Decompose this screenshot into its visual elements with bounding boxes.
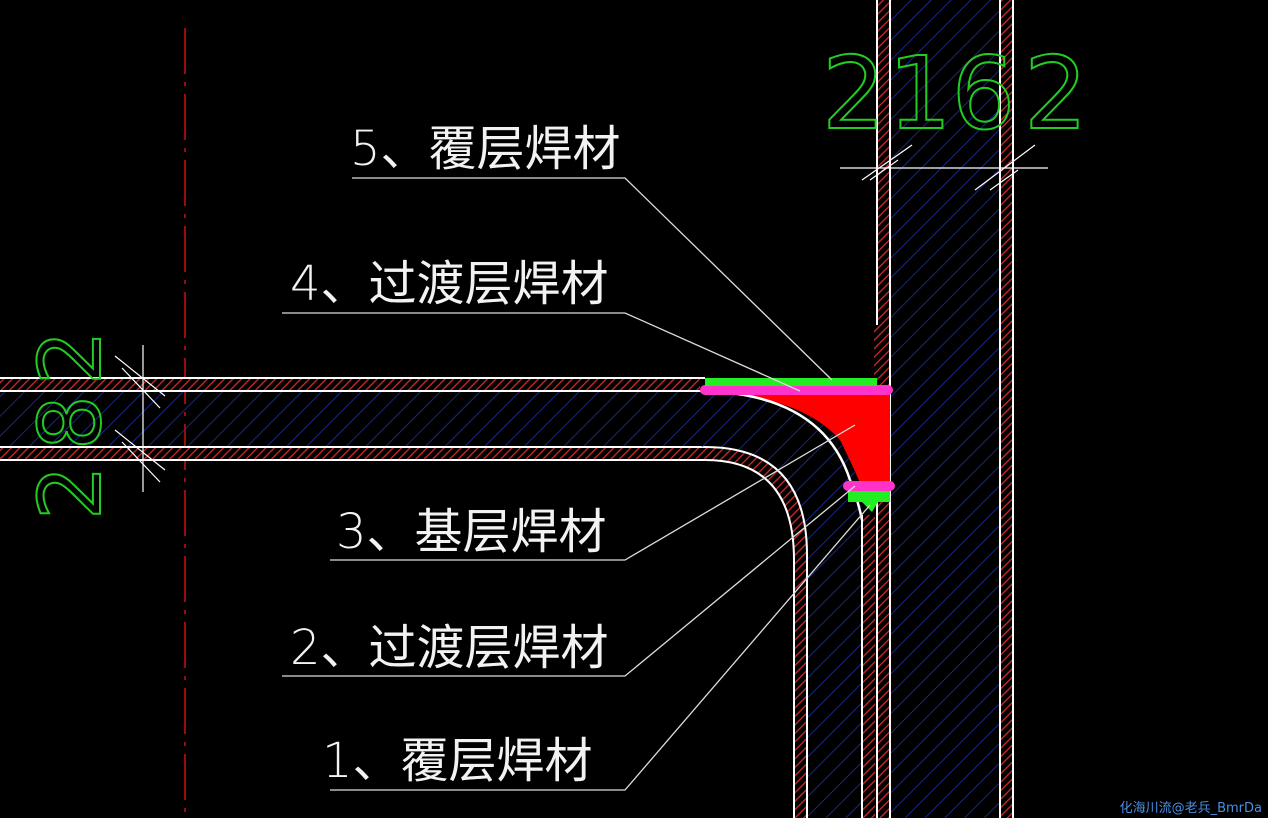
label-4: 4、过渡层焊材 (290, 256, 609, 312)
cover-weld-top (705, 378, 877, 386)
dim-v-2: 16 (888, 35, 1015, 152)
cover-weld-bottom (848, 491, 890, 512)
leader-2 (282, 485, 856, 677)
leader-3 (330, 424, 856, 561)
leader-1 (330, 504, 871, 791)
leader-lines (282, 177, 871, 791)
label-1: 1、覆层焊材 (322, 733, 593, 789)
label-3: 3、基层焊材 (336, 504, 607, 560)
dim-v-3: 2 (1024, 35, 1088, 152)
dimension-horizontal-plate: 2 8 2 (20, 329, 166, 521)
dim-v-1: 2 (822, 35, 886, 152)
leader-5 (352, 177, 833, 381)
horizontal-plate (0, 377, 875, 818)
watermark: 化海川流@老兵_BmrDa (1119, 801, 1262, 816)
leader-4 (282, 312, 801, 392)
dimension-vertical-plate: 2 16 2 (821, 34, 1089, 191)
dim-h-2: 8 (21, 395, 121, 450)
label-2: 2、过渡层焊材 (290, 620, 609, 676)
label-5: 5、覆层焊材 (350, 121, 621, 177)
base-weld (700, 391, 890, 488)
dim-h-3: 2 (21, 330, 121, 385)
vertical-plate (874, 0, 1014, 818)
dim-h-1: 2 (21, 465, 121, 520)
transition-weld-bottom (843, 481, 895, 491)
